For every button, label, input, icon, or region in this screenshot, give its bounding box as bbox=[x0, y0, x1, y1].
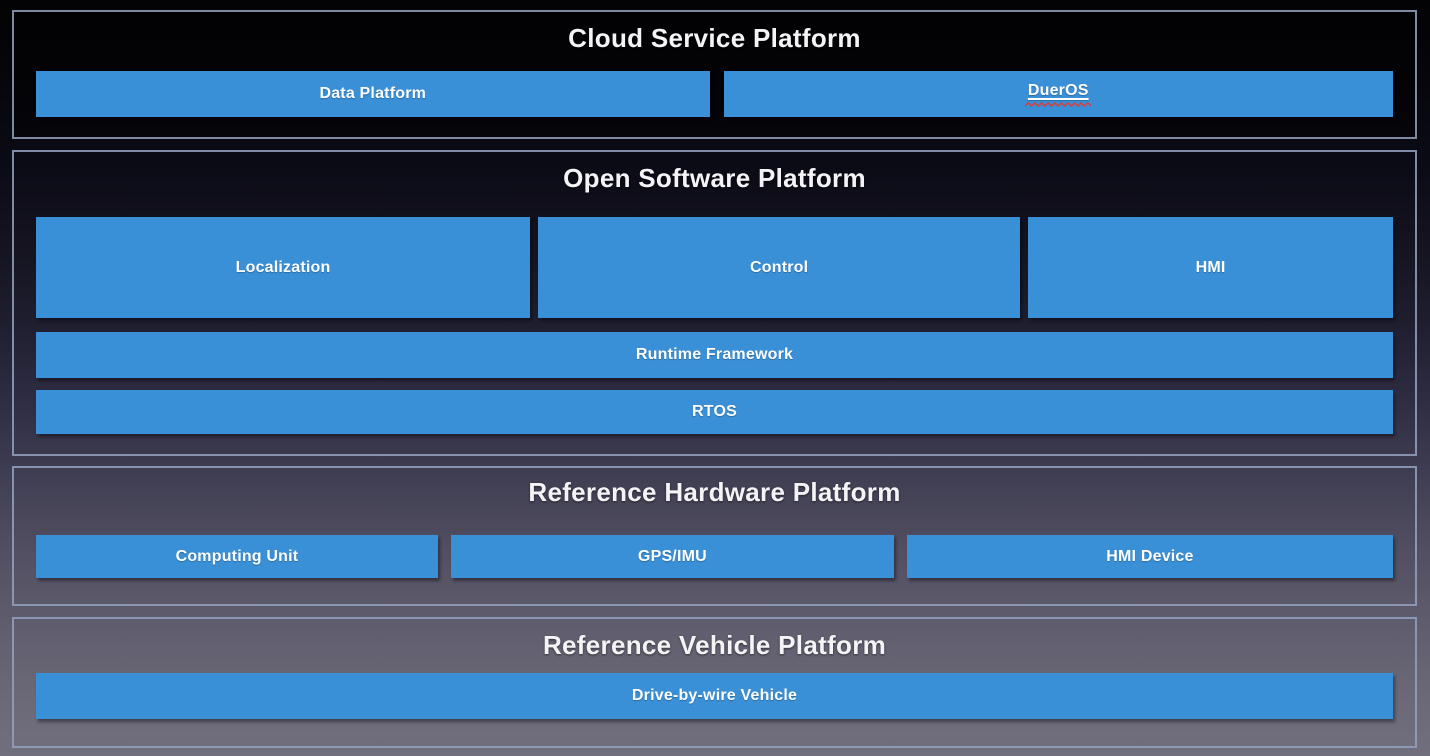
box-drive-by-wire-vehicle: Drive-by-wire Vehicle bbox=[36, 673, 1393, 719]
box-label-data-platform: Data Platform bbox=[319, 85, 427, 102]
box-data-platform: Data Platform bbox=[36, 71, 710, 117]
box-hmi: HMI bbox=[1028, 217, 1393, 318]
box-label-gps-imu: GPS/IMU bbox=[637, 547, 707, 565]
box-control: Control bbox=[538, 217, 1021, 318]
box-label-rtos: RTOS bbox=[692, 403, 737, 420]
box-rtos: RTOS bbox=[36, 390, 1393, 434]
box-label-computing-unit: Computing Unit bbox=[175, 547, 299, 565]
cloud-boxes-row: Data Platform DuerOS bbox=[36, 71, 1393, 117]
rtos-row: RTOS bbox=[36, 390, 1393, 434]
box-label-dueros: DuerOS bbox=[1027, 81, 1089, 99]
section-title-cloud-service-platform: Cloud Service Platform bbox=[568, 23, 861, 53]
spellcheck-squiggle-icon bbox=[1025, 101, 1092, 107]
box-label-drive-by-wire-vehicle: Drive-by-wire Vehicle bbox=[631, 687, 798, 704]
section-cloud-service-platform: Cloud Service Platform Data Platform Due… bbox=[12, 10, 1417, 139]
section-reference-vehicle-platform: Reference Vehicle Platform Drive-by-wire… bbox=[12, 617, 1417, 748]
software-modules-row: Localization Control HMI bbox=[36, 217, 1393, 318]
section-title-reference-hardware-platform: Reference Hardware Platform bbox=[528, 477, 901, 507]
box-computing-unit: Computing Unit bbox=[36, 535, 438, 578]
runtime-framework-row: Runtime Framework bbox=[36, 332, 1393, 378]
section-reference-hardware-platform: Reference Hardware Platform Computing Un… bbox=[12, 466, 1417, 606]
box-label-control: Control bbox=[750, 258, 809, 276]
box-gps-imu: GPS/IMU bbox=[450, 535, 894, 578]
box-hmi-device: HMI Device bbox=[906, 535, 1393, 578]
section-title-reference-vehicle-platform: Reference Vehicle Platform bbox=[542, 630, 887, 660]
box-label-hmi: HMI bbox=[1195, 258, 1226, 276]
section-open-software-platform: Open Software Platform Localization Cont… bbox=[12, 150, 1417, 456]
dueros-label-stack: DuerOS bbox=[1025, 81, 1092, 107]
box-label-runtime-framework: Runtime Framework bbox=[635, 346, 794, 363]
box-label-localization: Localization bbox=[235, 258, 331, 276]
box-label-hmi-device: HMI Device bbox=[1106, 547, 1194, 565]
box-runtime-framework: Runtime Framework bbox=[36, 332, 1393, 378]
box-dueros: DuerOS bbox=[723, 71, 1393, 117]
vehicle-boxes-row: Drive-by-wire Vehicle bbox=[36, 673, 1393, 719]
hardware-boxes-row: Computing Unit GPS/IMU HMI Device bbox=[36, 535, 1393, 578]
box-localization: Localization bbox=[36, 217, 531, 318]
section-title-open-software-platform: Open Software Platform bbox=[563, 163, 866, 193]
